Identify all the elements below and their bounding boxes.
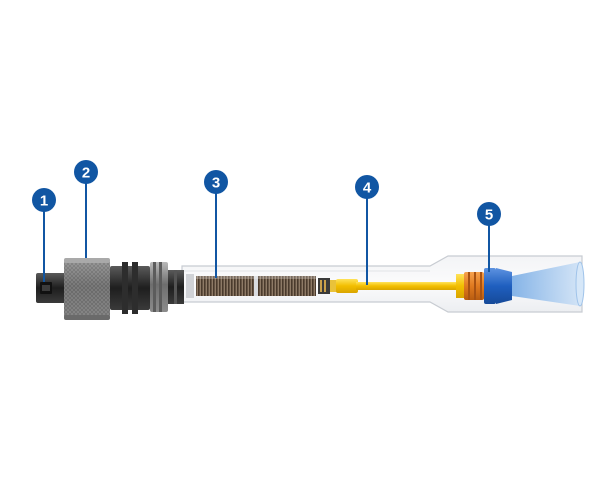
callout-1: 1 [32, 188, 56, 282]
connector [36, 273, 66, 303]
callout-4: 4 [355, 175, 379, 285]
coupling [110, 262, 184, 314]
output-cone [512, 262, 580, 306]
blue-nozzle [484, 268, 512, 304]
yellow-rod [336, 279, 456, 293]
orange-coupling [456, 272, 484, 300]
coil-section [186, 274, 316, 298]
callout-2: 2 [74, 160, 98, 258]
svg-text:5: 5 [485, 207, 493, 224]
device-body [36, 255, 585, 320]
svg-text:2: 2 [82, 165, 90, 182]
callout-3: 3 [204, 170, 228, 278]
callout-5: 5 [477, 202, 501, 272]
svg-text:3: 3 [212, 175, 220, 192]
svg-text:1: 1 [40, 193, 48, 210]
rod-fitting [318, 278, 338, 294]
knurled-nut [64, 258, 110, 320]
svg-text:4: 4 [363, 180, 372, 197]
